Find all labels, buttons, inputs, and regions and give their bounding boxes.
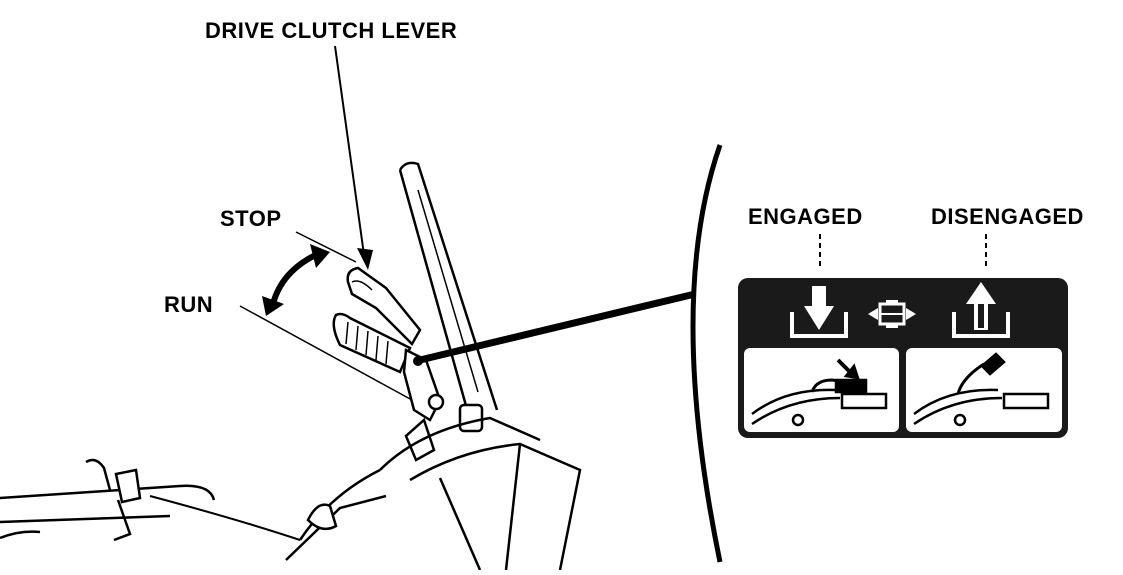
- engaged-label: ENGAGED: [748, 204, 863, 229]
- engaged-down-arrow-icon: [790, 286, 848, 338]
- disengaged-label: DISENGAGED: [931, 204, 1084, 229]
- stop-guide-line: [295, 231, 357, 263]
- arrowhead-stop: [310, 244, 330, 268]
- drive-clutch-lever-label: DRIVE CLUTCH LEVER: [205, 18, 458, 43]
- stop-label: STOP: [220, 206, 282, 231]
- decal-connector-line: [419, 290, 696, 364]
- clutch-decal: [738, 278, 1068, 438]
- left-handlebar: [0, 458, 301, 542]
- transmission-icon: [868, 300, 916, 328]
- drive-clutch-lever: [346, 266, 422, 347]
- run-guide-line: [239, 305, 413, 401]
- arrowhead-run: [262, 296, 284, 316]
- disengaged-up-arrow-icon: [952, 282, 1010, 338]
- handle-post: [398, 161, 499, 421]
- connector-dot: [413, 356, 423, 366]
- run-label: RUN: [164, 292, 214, 317]
- decal-callout-bracket: [690, 144, 723, 563]
- lever-engaged-icon: [751, 358, 888, 427]
- lever-disengaged-icon: [913, 352, 1050, 427]
- leader-arrowhead: [357, 248, 373, 270]
- drive-clutch-leader-line: [334, 45, 366, 263]
- machine-body: [285, 416, 582, 571]
